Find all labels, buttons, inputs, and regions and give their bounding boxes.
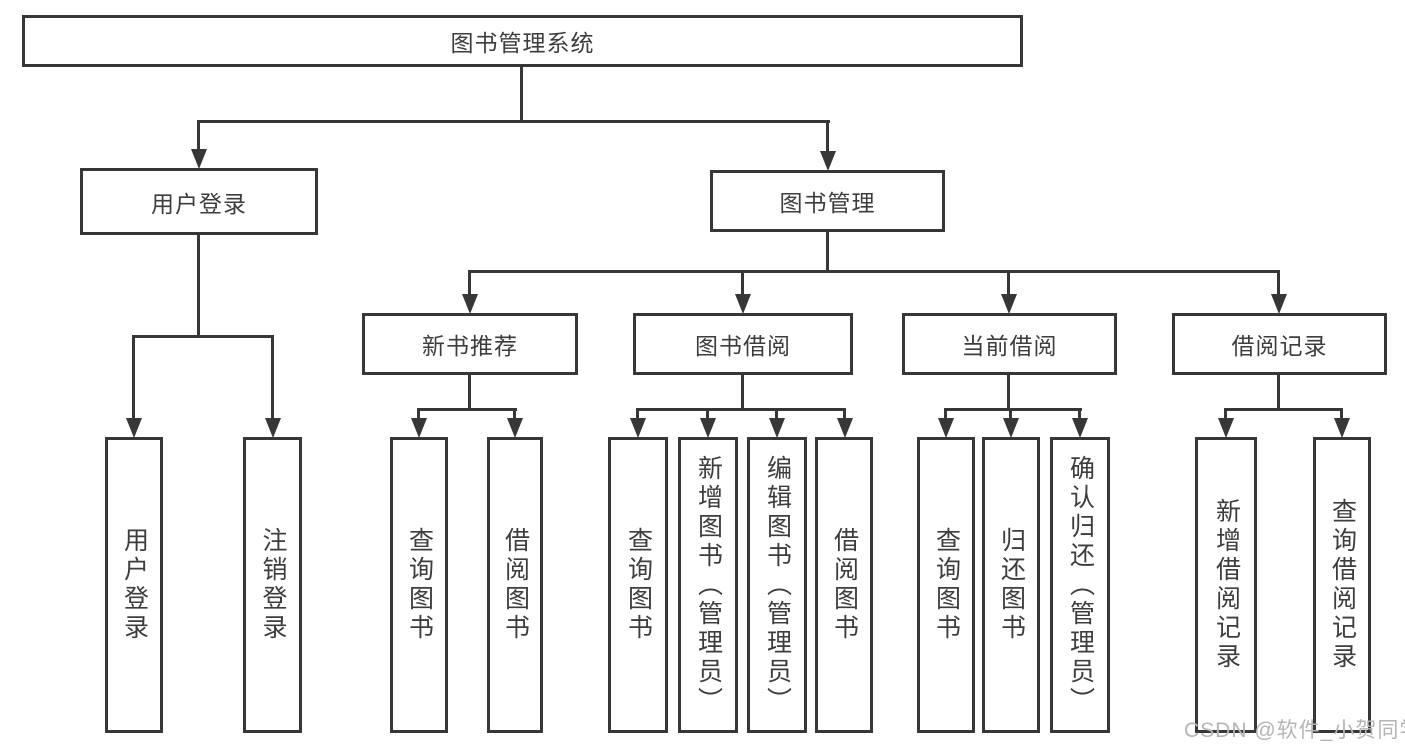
leaf-newbooks-borrow-label: 借阅图书 bbox=[501, 527, 530, 643]
connector-book-borrow-split bbox=[636, 408, 846, 411]
arrow-down-icon bbox=[1218, 418, 1234, 438]
leaf-bookborrow-edit: 编辑图书（管理员） bbox=[747, 437, 807, 733]
arrow-down-icon bbox=[265, 418, 281, 438]
leaf-records-query-label: 查询借阅记录 bbox=[1328, 498, 1357, 672]
connector-to-cb-return bbox=[1009, 408, 1012, 420]
leaf-bookborrow-edit-label: 编辑图书（管理员） bbox=[763, 454, 792, 716]
arrow-down-icon bbox=[735, 294, 751, 314]
leaf-bookborrow-add-label: 新增图书（管理员） bbox=[694, 454, 723, 716]
connector-to-bb-edit bbox=[775, 408, 778, 420]
connector-current-borrow-stem bbox=[1007, 375, 1010, 411]
arrow-down-icon bbox=[938, 418, 954, 438]
connector-root-split bbox=[198, 120, 830, 123]
node-book-mgmt: 图书管理 bbox=[710, 170, 945, 232]
leaf-bookborrow-borrow: 借阅图书 bbox=[815, 437, 873, 733]
leaf-records-add-label: 新增借阅记录 bbox=[1212, 498, 1241, 672]
connector-to-nb-query bbox=[417, 408, 420, 420]
arrow-down-icon bbox=[191, 149, 207, 169]
leaf-current-query-label: 查询图书 bbox=[932, 527, 961, 643]
connector-to-book-mgmt bbox=[826, 120, 829, 152]
node-new-books-label: 新书推荐 bbox=[422, 333, 518, 359]
leaf-bookborrow-add: 新增图书（管理员） bbox=[678, 437, 738, 733]
connector-to-current-borrow bbox=[1007, 270, 1010, 296]
connector-to-nb-borrow bbox=[513, 408, 516, 420]
connector-to-borrow-records bbox=[1277, 270, 1280, 296]
connector-borrow-records-split bbox=[1224, 408, 1343, 411]
node-book-borrow: 图书借阅 bbox=[633, 313, 853, 375]
connector-to-cb-confirm bbox=[1078, 408, 1081, 420]
node-root: 图书管理系统 bbox=[22, 15, 1023, 67]
leaf-user-login-label: 用户登录 bbox=[120, 527, 149, 643]
leaf-logout-label: 注销登录 bbox=[259, 527, 287, 643]
leaf-current-query: 查询图书 bbox=[917, 437, 975, 733]
connector-borrow-records-stem bbox=[1277, 375, 1280, 411]
connector-to-br-add bbox=[1224, 408, 1227, 420]
connector-user-login-split bbox=[133, 335, 274, 338]
leaf-bookborrow-query: 查询图书 bbox=[608, 437, 668, 733]
leaf-newbooks-query-label: 查询图书 bbox=[405, 527, 434, 643]
connector-current-borrow-split bbox=[944, 408, 1082, 411]
connector-to-book-borrow bbox=[741, 270, 744, 296]
arrow-down-icon bbox=[1334, 418, 1350, 438]
node-borrow-records: 借阅记录 bbox=[1172, 313, 1387, 375]
connector-to-bb-add bbox=[706, 408, 709, 420]
node-current-borrow-label: 当前借阅 bbox=[961, 333, 1058, 359]
node-user-login: 用户登录 bbox=[80, 168, 318, 235]
leaf-current-confirm: 确认归还（管理员） bbox=[1050, 437, 1110, 733]
leaf-records-query: 查询借阅记录 bbox=[1313, 437, 1371, 733]
arrow-down-icon bbox=[769, 418, 785, 438]
connector-new-books-stem bbox=[468, 375, 471, 411]
arrow-down-icon bbox=[1001, 294, 1017, 314]
leaf-newbooks-borrow: 借阅图书 bbox=[487, 437, 543, 733]
arrow-down-icon bbox=[630, 418, 646, 438]
connector-book-mgmt-split bbox=[468, 270, 1279, 273]
connector-to-leaf-login bbox=[132, 335, 135, 420]
arrow-down-icon bbox=[837, 418, 853, 438]
csdn-watermark: CSDN @软件_小贺同学 bbox=[1184, 719, 1405, 742]
leaf-logout: 注销登录 bbox=[243, 437, 302, 733]
node-new-books: 新书推荐 bbox=[362, 313, 578, 375]
connector-to-user-login bbox=[197, 120, 200, 151]
arrow-down-icon bbox=[1072, 418, 1088, 438]
node-current-borrow: 当前借阅 bbox=[902, 313, 1117, 375]
arrow-down-icon bbox=[700, 418, 716, 438]
leaf-current-return: 归还图书 bbox=[982, 437, 1040, 733]
leaf-current-confirm-label: 确认归还（管理员） bbox=[1066, 454, 1095, 716]
leaf-bookborrow-borrow-label: 借阅图书 bbox=[830, 527, 859, 643]
connector-to-br-query bbox=[1340, 408, 1343, 420]
connector-to-bb-borrow bbox=[843, 408, 846, 420]
arrow-down-icon bbox=[1003, 418, 1019, 438]
node-book-borrow-label: 图书借阅 bbox=[695, 333, 791, 359]
connector-book-borrow-stem bbox=[741, 375, 744, 411]
arrow-down-icon bbox=[507, 418, 523, 438]
leaf-current-return-label: 归还图书 bbox=[997, 527, 1026, 643]
leaf-bookborrow-query-label: 查询图书 bbox=[624, 527, 653, 643]
connector-to-new-books bbox=[468, 270, 471, 296]
connector-to-cb-query bbox=[944, 408, 947, 420]
node-root-label: 图书管理系统 bbox=[450, 30, 595, 56]
connector-new-books-split bbox=[417, 408, 517, 411]
node-user-login-label: 用户登录 bbox=[151, 190, 247, 217]
arrow-down-icon bbox=[462, 294, 478, 314]
leaf-newbooks-query: 查询图书 bbox=[390, 437, 448, 733]
arrow-down-icon bbox=[411, 418, 427, 438]
connector-root-stem bbox=[520, 67, 523, 120]
node-book-mgmt-label: 图书管理 bbox=[779, 190, 876, 216]
connector-book-mgmt-stem bbox=[826, 232, 829, 270]
node-borrow-records-label: 借阅记录 bbox=[1231, 333, 1328, 359]
arrow-down-icon bbox=[126, 418, 142, 438]
arrow-down-icon bbox=[1271, 294, 1287, 314]
connector-user-login-stem bbox=[197, 235, 200, 335]
connector-to-leaf-logout bbox=[271, 335, 274, 420]
leaf-records-add: 新增借阅记录 bbox=[1195, 437, 1257, 733]
leaf-user-login: 用户登录 bbox=[105, 437, 163, 733]
connector-to-bb-query bbox=[636, 408, 639, 420]
arrow-down-icon bbox=[820, 151, 836, 171]
